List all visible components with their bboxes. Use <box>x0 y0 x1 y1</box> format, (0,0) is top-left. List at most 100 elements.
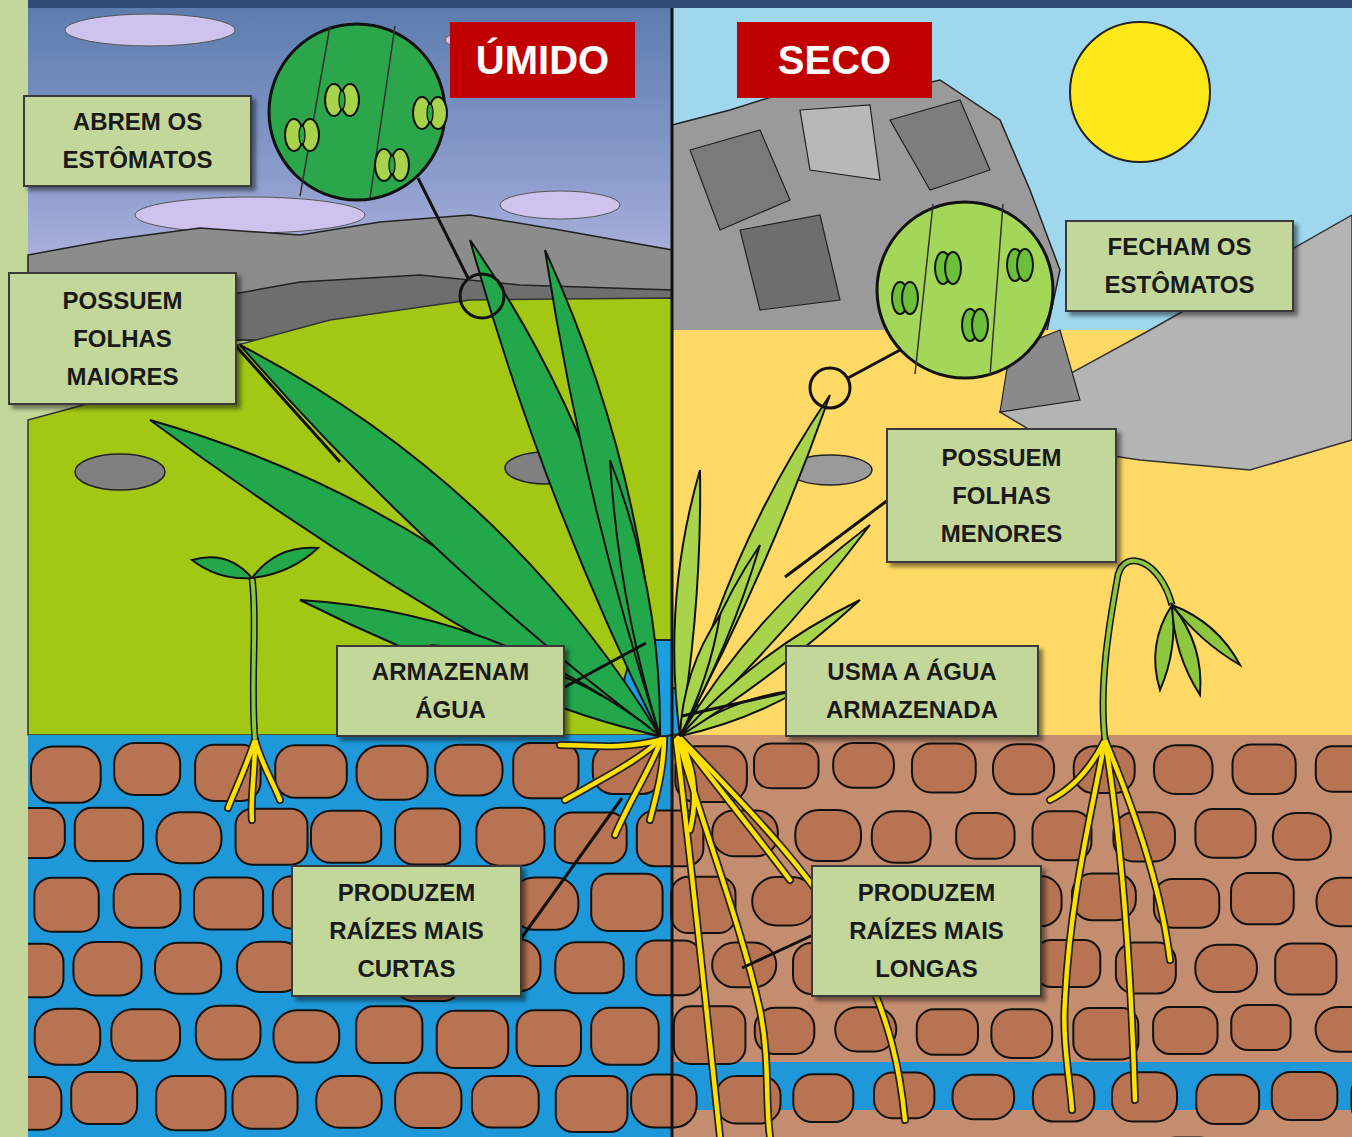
stone <box>236 809 308 865</box>
cell-wall <box>990 204 1003 376</box>
seedling-leaf <box>192 557 252 578</box>
root <box>680 738 790 880</box>
callout-text: ARMAZENAM ÁGUA <box>347 653 554 729</box>
stone <box>1231 1005 1290 1050</box>
stone <box>356 1006 422 1063</box>
callout-box: POSSUEM FOLHAS MAIORES <box>8 272 237 405</box>
rock-face <box>890 100 990 190</box>
guard-cell <box>972 309 988 341</box>
stone <box>274 1010 340 1062</box>
stone <box>194 878 263 930</box>
root <box>676 740 720 1137</box>
stone <box>472 1076 539 1127</box>
stone <box>31 747 101 803</box>
stone <box>156 1076 225 1130</box>
callout-text: FECHAM OS ESTÔMATOS <box>1076 228 1283 304</box>
stone <box>1196 1075 1259 1124</box>
stone <box>71 1072 137 1124</box>
stone <box>1154 745 1212 794</box>
leader-line <box>520 798 622 940</box>
stone <box>555 942 623 993</box>
stone <box>1195 945 1257 992</box>
stone <box>275 745 347 798</box>
stone <box>1275 943 1336 994</box>
guard-cell <box>945 252 961 284</box>
stone <box>513 743 578 798</box>
stone <box>1272 1072 1338 1120</box>
leader-line <box>682 692 787 716</box>
leaf-zoom <box>877 202 1053 378</box>
large-leaf <box>610 460 660 736</box>
stone <box>316 1076 381 1128</box>
stone <box>114 874 181 928</box>
callout-box: USMA A ÁGUA ARMAZENADA <box>785 645 1039 737</box>
root <box>680 738 694 830</box>
condition-label: ÚMIDO <box>476 38 609 82</box>
stone <box>912 743 976 792</box>
callout-text: ABREM OS ESTÔMATOS <box>34 103 241 179</box>
stone <box>1273 813 1331 860</box>
callout-text: PRODUZEM RAÍZES MAIS CURTAS <box>302 874 511 988</box>
dry-soil <box>672 735 1352 1137</box>
stone <box>917 1009 978 1055</box>
root <box>560 740 660 746</box>
guard-cell <box>1017 249 1033 281</box>
stoma-pore <box>389 156 395 174</box>
callout-text: USMA A ÁGUA ARMAZENADA <box>796 653 1028 729</box>
stone <box>28 808 65 858</box>
root <box>615 738 662 835</box>
stone <box>28 944 63 997</box>
stone <box>311 811 381 863</box>
condition-tag: SECO <box>737 22 932 98</box>
root-outline <box>255 740 280 800</box>
callout-box: ABREM OS ESTÔMATOS <box>23 95 252 187</box>
cloud <box>135 197 365 233</box>
wilted-leaf <box>1155 605 1173 690</box>
stone <box>435 745 502 796</box>
stone <box>956 813 1014 859</box>
stone <box>395 1073 461 1128</box>
stone <box>437 1011 509 1068</box>
cloud <box>500 191 620 219</box>
stone <box>631 1074 697 1127</box>
leaf-zoom <box>269 24 445 200</box>
roots <box>228 738 1170 1137</box>
stone <box>28 1077 61 1130</box>
root-outline <box>680 738 790 880</box>
stone <box>233 1076 298 1129</box>
magnifier-line <box>848 350 900 378</box>
humid-soil-water <box>28 735 672 1137</box>
callout-box: PRODUZEM RAÍZES MAIS CURTAS <box>291 865 522 997</box>
root <box>255 740 280 800</box>
divider <box>671 8 674 1137</box>
root-outline <box>1105 740 1170 960</box>
root <box>252 740 255 820</box>
stone <box>476 808 544 866</box>
condition-label: SECO <box>778 38 891 82</box>
stone <box>517 1010 581 1066</box>
stone <box>833 743 894 788</box>
stone <box>872 811 931 863</box>
cloud <box>65 14 235 46</box>
stone <box>34 878 98 932</box>
stone <box>1033 1075 1094 1122</box>
leader-line <box>235 345 340 462</box>
cell-wall <box>300 26 330 196</box>
stone <box>1195 809 1255 858</box>
stone <box>793 1074 853 1122</box>
stone <box>35 1009 100 1065</box>
guard-cell <box>902 282 918 314</box>
root <box>650 738 664 820</box>
magnifier-line <box>418 178 468 278</box>
stone <box>196 1006 261 1060</box>
leader-line <box>563 643 646 688</box>
stone <box>395 808 460 864</box>
callout-box: PRODUZEM RAÍZES MAIS LONGAS <box>811 865 1042 997</box>
stone <box>991 1009 1052 1058</box>
top-bar <box>0 0 1352 8</box>
callout-text: POSSUEM FOLHAS MAIORES <box>19 282 226 396</box>
stone <box>1112 1072 1177 1121</box>
stoma-pore <box>427 104 433 122</box>
stone <box>114 743 180 795</box>
magnified-spot <box>810 368 850 408</box>
